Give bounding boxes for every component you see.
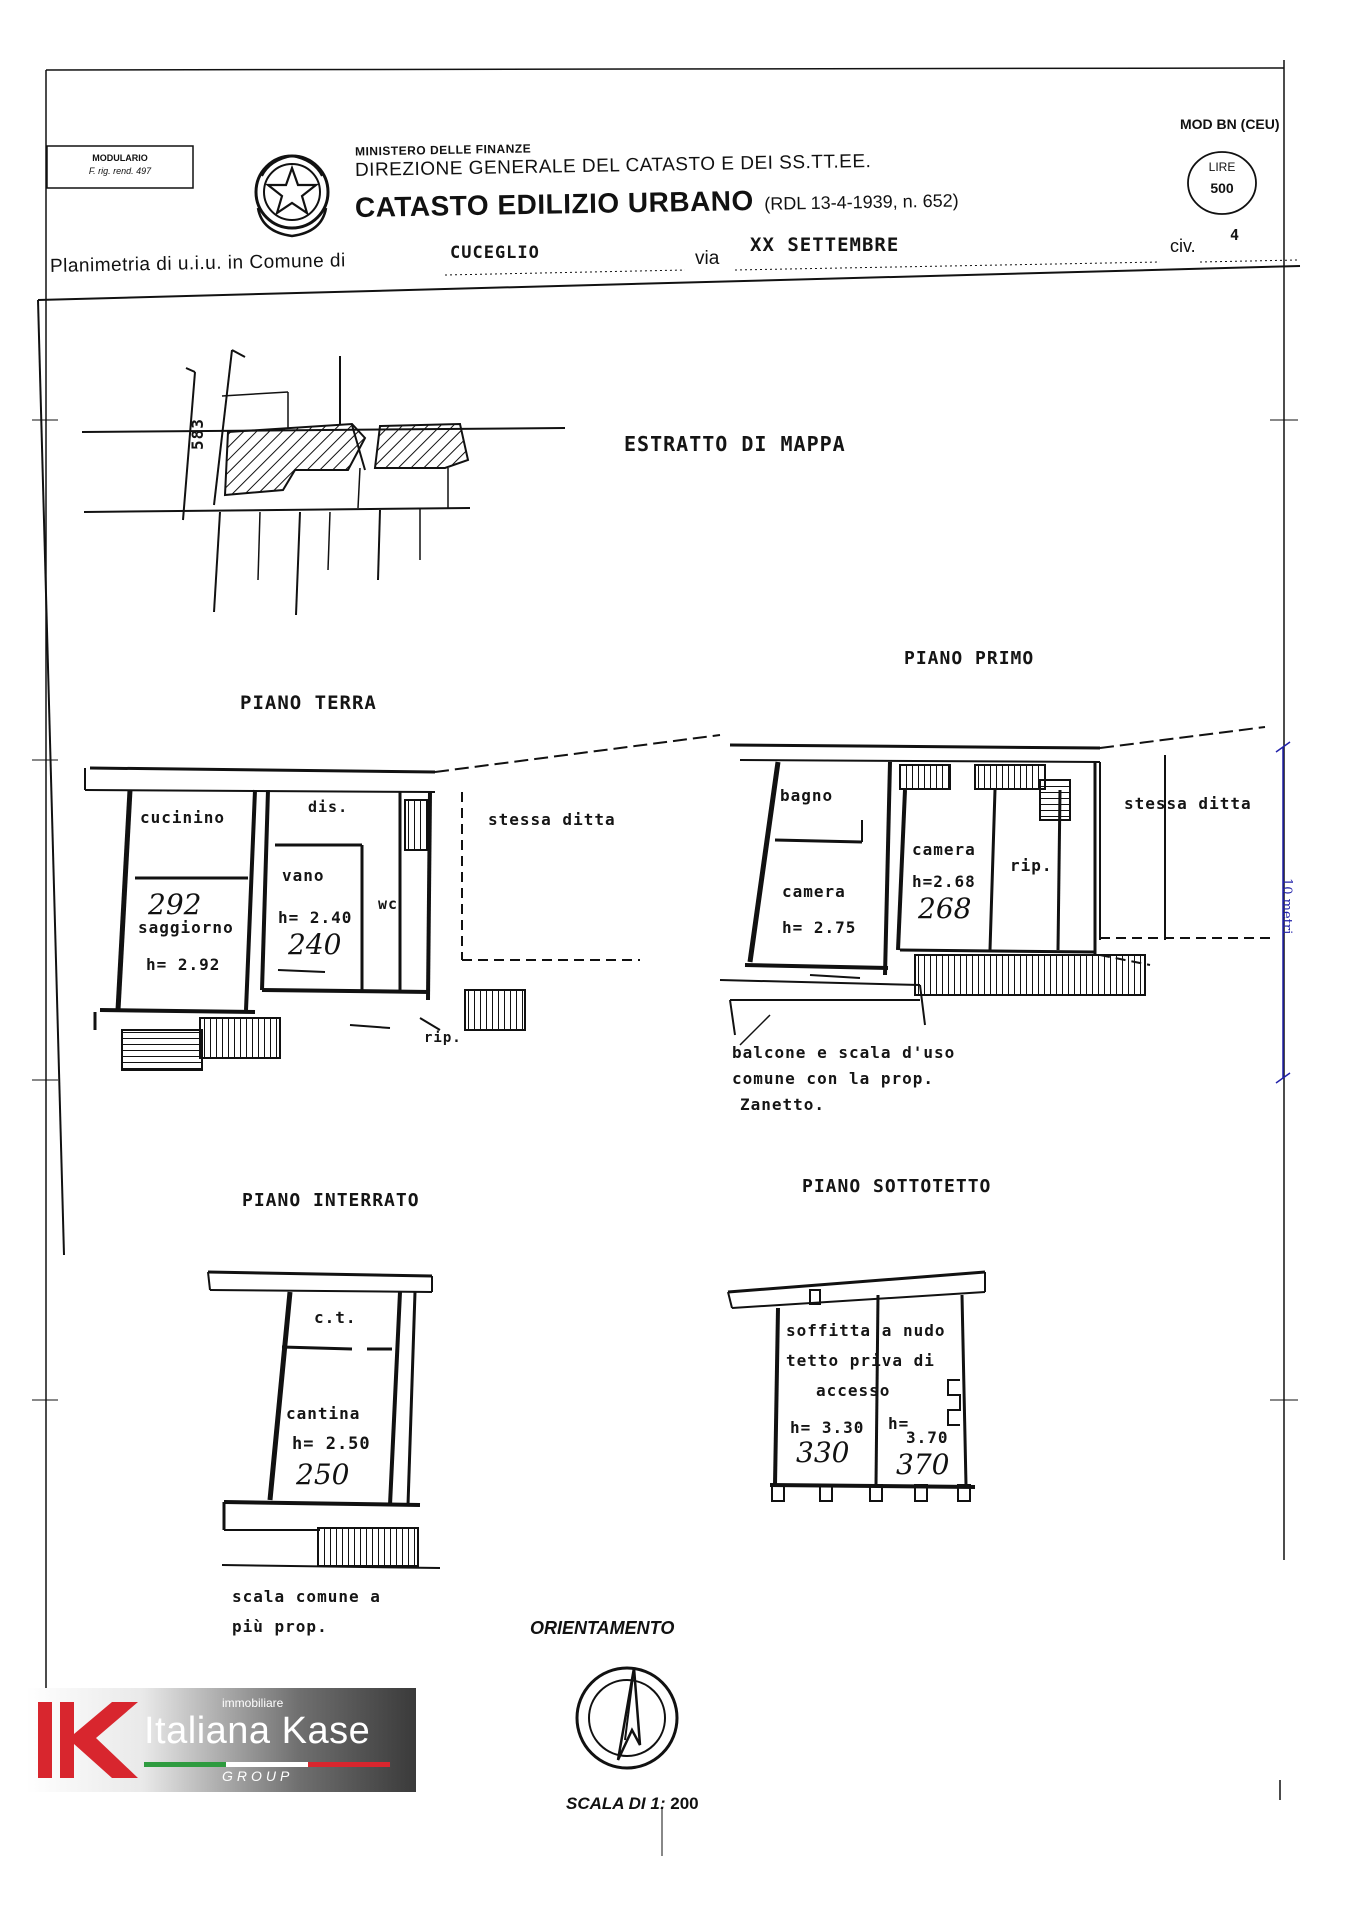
comune-value: CUCEGLIO bbox=[450, 243, 540, 263]
room-camera2: camera bbox=[912, 840, 976, 859]
room-camera1: camera bbox=[782, 882, 846, 901]
sottotetto-line3: accesso bbox=[816, 1381, 891, 1400]
room-rip: rip. bbox=[424, 1030, 462, 1046]
parcel-number: 583 bbox=[188, 418, 207, 450]
room-cantina-height: h= 2.50 bbox=[292, 1434, 371, 1454]
room-wc: wc bbox=[378, 895, 399, 913]
room-ct: c.t. bbox=[314, 1308, 357, 1327]
sottotetto-line2: tetto priva di bbox=[786, 1351, 935, 1370]
sottotetto-line1: soffitta a nudo bbox=[786, 1321, 946, 1340]
sottotetto-note: soffitta a nudo tetto priva di accesso bbox=[786, 1316, 946, 1406]
balcone-note: balcone e scala d'uso comune con la prop… bbox=[732, 1040, 955, 1118]
estratto-map bbox=[81, 349, 566, 616]
lire-label: LIRE bbox=[1208, 160, 1236, 174]
room-saggiorno: saggiorno bbox=[138, 918, 234, 937]
italiana-kase-logo: immobiliare Italiana Kase GROUP bbox=[26, 1688, 416, 1792]
room-bagno: bagno bbox=[780, 786, 834, 805]
scala-row: SCALA DI 1: 200 bbox=[566, 1794, 699, 1814]
logo-brand: Italiana Kase bbox=[144, 1710, 371, 1752]
sottotetto-h1-hand: 330 bbox=[796, 1436, 850, 1469]
room-dis: dis. bbox=[308, 798, 349, 816]
piano-primo-title: PIANO PRIMO bbox=[904, 648, 1035, 669]
room-camera2-hand: 268 bbox=[918, 892, 972, 925]
sottotetto-h2-value: 3.70 bbox=[906, 1428, 949, 1447]
room-saggiorno-hand: 292 bbox=[148, 888, 202, 921]
sottotetto-h1: h= 3.30 bbox=[790, 1418, 865, 1437]
ik-mark-icon bbox=[38, 1702, 390, 1778]
piano-terra-title: PIANO TERRA bbox=[240, 692, 377, 714]
room-vano-height: h= 2.40 bbox=[278, 908, 353, 927]
plan-piano-sottotetto bbox=[727, 1270, 986, 1502]
scala-value: 200 bbox=[670, 1794, 699, 1813]
via-label: via bbox=[695, 248, 720, 269]
lire-value: 500 bbox=[1210, 180, 1234, 196]
planimetria-label: Planimetria di u.i.u. in Comune di bbox=[49, 250, 346, 277]
scale-bar bbox=[1275, 741, 1291, 1084]
room-vano: vano bbox=[282, 866, 325, 885]
stessa-ditta-primo: stessa ditta bbox=[1124, 794, 1252, 813]
room-rip-primo: rip. bbox=[1010, 856, 1053, 875]
emblem-icon bbox=[254, 154, 330, 238]
modulario-box bbox=[46, 145, 194, 189]
modulario-label: MODULARIO F. rig. rend. 497 bbox=[50, 152, 190, 178]
sottotetto-h2-label: h= bbox=[888, 1414, 910, 1433]
room-cantina: cantina bbox=[286, 1404, 361, 1423]
scale-bar-label: 10 metri bbox=[1279, 878, 1294, 935]
civ-value: 4 bbox=[1230, 226, 1241, 244]
scala-label: SCALA DI 1: bbox=[566, 1794, 666, 1813]
modulario-line2: F. rig. rend. 497 bbox=[88, 166, 152, 176]
orientamento-label: ORIENTAMENTO bbox=[530, 1618, 675, 1638]
plan-piano-terra bbox=[84, 734, 721, 1071]
page-frame bbox=[32, 60, 1301, 1856]
plan-piano-primo bbox=[719, 726, 1270, 1046]
room-vano-hand: 240 bbox=[288, 928, 342, 961]
modulario-line1: MODULARIO bbox=[92, 153, 148, 163]
compass-icon bbox=[575, 1666, 679, 1770]
scala-comune-note: scala comune a più prop. bbox=[232, 1582, 381, 1642]
rdl-label: (RDL 13-4-1939, n. 652) bbox=[764, 190, 959, 214]
scala-comune-line1: scala comune a bbox=[232, 1587, 381, 1606]
mod-label: MOD BN (CEU) bbox=[1180, 116, 1280, 132]
balcone-note-line2: comune con la prop. bbox=[732, 1069, 935, 1088]
logo-small-label: immobiliare bbox=[222, 1696, 284, 1710]
civ-label: civ. bbox=[1170, 236, 1196, 256]
catasto-label: CATASTO EDILIZIO URBANO bbox=[354, 185, 755, 223]
scala-comune-line2: più prop. bbox=[232, 1617, 328, 1636]
room-camera2-height: h=2.68 bbox=[912, 872, 976, 891]
plan-piano-interrato bbox=[207, 1270, 441, 1569]
stessa-ditta-terra: stessa ditta bbox=[488, 810, 616, 829]
logo-group: GROUP bbox=[222, 1768, 294, 1784]
balcone-note-line1: balcone e scala d'uso bbox=[732, 1043, 956, 1062]
room-cantina-hand: 250 bbox=[296, 1458, 350, 1491]
sottotetto-h2-hand: 370 bbox=[896, 1448, 950, 1481]
piano-sottotetto-title: PIANO SOTTOTETTO bbox=[802, 1176, 992, 1197]
room-saggiorno-height: h= 2.92 bbox=[146, 955, 221, 974]
estratto-title: ESTRATTO DI MAPPA bbox=[624, 432, 846, 456]
room-cucinino: cucinino bbox=[140, 808, 226, 827]
piano-interrato-title: PIANO INTERRATO bbox=[242, 1190, 420, 1211]
room-camera1-height: h= 2.75 bbox=[782, 918, 857, 937]
via-value: XX SETTEMBRE bbox=[750, 234, 900, 256]
lire-circle bbox=[1187, 151, 1257, 215]
balcone-note-line3: Zanetto. bbox=[740, 1095, 826, 1114]
